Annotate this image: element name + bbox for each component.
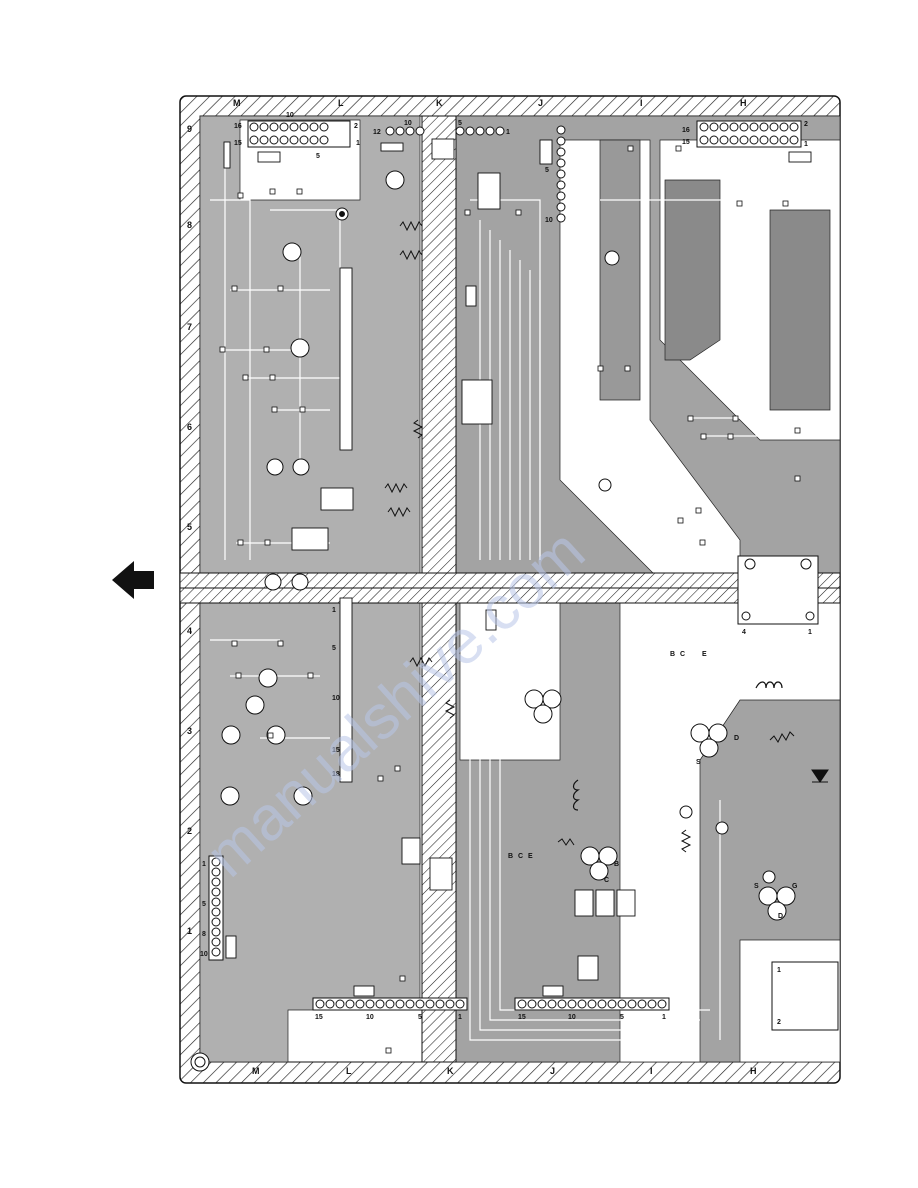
pin-label: 1 xyxy=(662,1014,666,1021)
col-label-m: M xyxy=(233,98,241,108)
connector-top-center xyxy=(385,126,505,136)
transistor-label: B xyxy=(670,651,675,658)
transistor-label: E xyxy=(528,853,533,860)
transistor-labels: B C E B C E S D S G D B C xyxy=(508,651,798,920)
relay-pin-label: 2 xyxy=(777,1019,781,1026)
transformer-footprint xyxy=(737,555,819,625)
pin-label: 2 xyxy=(354,123,358,130)
transistor-label: S xyxy=(696,759,701,766)
power-transistors xyxy=(524,689,796,921)
row-label-7: 7 xyxy=(187,322,192,332)
row-label-1: 1 xyxy=(187,926,192,936)
copper-areas xyxy=(199,115,841,1063)
row-label-3: 3 xyxy=(187,726,192,736)
transistor-label: C xyxy=(680,651,685,658)
ic-pin-label: 15 xyxy=(332,747,340,754)
pin-label: 15 xyxy=(234,140,242,147)
transistor-label: G xyxy=(792,883,798,890)
col-label-k: K xyxy=(436,98,443,108)
connector-pin-labels: 16 15 10 5 2 1 12 10 5 1 16 15 2 1 5 10 … xyxy=(200,112,812,1026)
inductors xyxy=(572,681,783,811)
pin-label: 15 xyxy=(682,139,690,146)
pin-label: 1 xyxy=(458,1014,462,1021)
resistors xyxy=(384,220,795,853)
relay-footprint xyxy=(771,961,839,1031)
connector-top-right xyxy=(696,120,802,148)
pin-label: 16 xyxy=(234,123,242,130)
pin-label: 5 xyxy=(620,1014,624,1021)
pin-label: 10 xyxy=(404,120,412,127)
col-label-i: I xyxy=(640,98,643,108)
pads xyxy=(219,145,801,1054)
pin-label: 8 xyxy=(202,931,206,938)
mounting-holes xyxy=(190,170,776,1072)
grid-row-labels-left: 9 8 7 6 5 4 3 2 1 xyxy=(187,124,192,936)
col-label-h: H xyxy=(740,98,747,108)
row-label-2: 2 xyxy=(187,826,192,836)
grid-column-labels-top: M L K J I H xyxy=(233,98,747,108)
relay-pin-label: 1 xyxy=(777,967,781,974)
col-label-m-bottom: M xyxy=(252,1066,260,1076)
traces xyxy=(210,160,760,1060)
transistor-label: B xyxy=(614,861,619,868)
pin-label: 5 xyxy=(316,153,320,160)
row-label-8: 8 xyxy=(187,220,192,230)
transistor-label: C xyxy=(604,877,609,884)
pin-label: 10 xyxy=(200,951,208,958)
row-label-5: 5 xyxy=(187,522,192,532)
transformer-pin-label: 1 xyxy=(808,629,812,636)
row-label-4: 4 xyxy=(187,626,192,636)
ic-pin-label: 5 xyxy=(332,645,336,652)
transistor-label: S xyxy=(754,883,759,890)
col-label-k-bottom: K xyxy=(447,1066,454,1076)
pin-label: 16 xyxy=(682,127,690,134)
pin-label: 15 xyxy=(315,1014,323,1021)
smd-ics xyxy=(223,138,812,997)
transistor-label: D xyxy=(778,913,783,920)
transistor-label: D xyxy=(734,735,739,742)
connector-bottom-left xyxy=(312,997,468,1011)
transistor-label: E xyxy=(702,651,707,658)
row-label-9: 9 xyxy=(187,124,192,134)
pin-label: 15 xyxy=(518,1014,526,1021)
col-label-j: J xyxy=(538,98,543,108)
direction-arrow xyxy=(112,561,154,599)
pin-label: 10 xyxy=(286,112,294,119)
ic-pin-label: 10 xyxy=(332,695,340,702)
pin-label: 2 xyxy=(804,121,808,128)
grid-column-labels-bottom: M L K J I H xyxy=(252,1066,757,1076)
connector-left-side xyxy=(208,855,224,961)
ground-planes xyxy=(599,139,831,411)
col-label-h-bottom: H xyxy=(750,1066,757,1076)
pin-label: 10 xyxy=(568,1014,576,1021)
pin-label: 5 xyxy=(202,901,206,908)
pin-label: 1 xyxy=(804,141,808,148)
ic-pin-label: 18 xyxy=(332,771,340,778)
ic-pin-label: 1 xyxy=(332,607,336,614)
transformer-pin-label: 4 xyxy=(742,629,746,636)
pin-label: 1 xyxy=(356,140,360,147)
col-label-l: L xyxy=(338,98,344,108)
pin-label: 10 xyxy=(545,217,553,224)
col-label-j-bottom: J xyxy=(550,1066,555,1076)
center-cut-bands xyxy=(179,115,841,1063)
transistor-label: C xyxy=(518,853,523,860)
diode-symbol xyxy=(811,769,829,783)
connector-top-left xyxy=(247,120,351,148)
row-label-6: 6 xyxy=(187,422,192,432)
col-label-l-bottom: L xyxy=(346,1066,352,1076)
pin-label: 1 xyxy=(202,861,206,868)
pin-label: 10 xyxy=(366,1014,374,1021)
col-label-i-bottom: I xyxy=(650,1066,653,1076)
transistor-label: B xyxy=(508,853,513,860)
ic-pin-labels: 1 5 10 15 18 xyxy=(332,607,340,778)
pin-label: 1 xyxy=(506,129,510,136)
pin-label: 5 xyxy=(545,167,549,174)
connector-bottom-right xyxy=(514,997,670,1011)
pin-label: 12 xyxy=(373,129,381,136)
connector-vertical-mid xyxy=(556,125,566,223)
pin-label: 5 xyxy=(418,1014,422,1021)
pin-label: 5 xyxy=(458,120,462,127)
